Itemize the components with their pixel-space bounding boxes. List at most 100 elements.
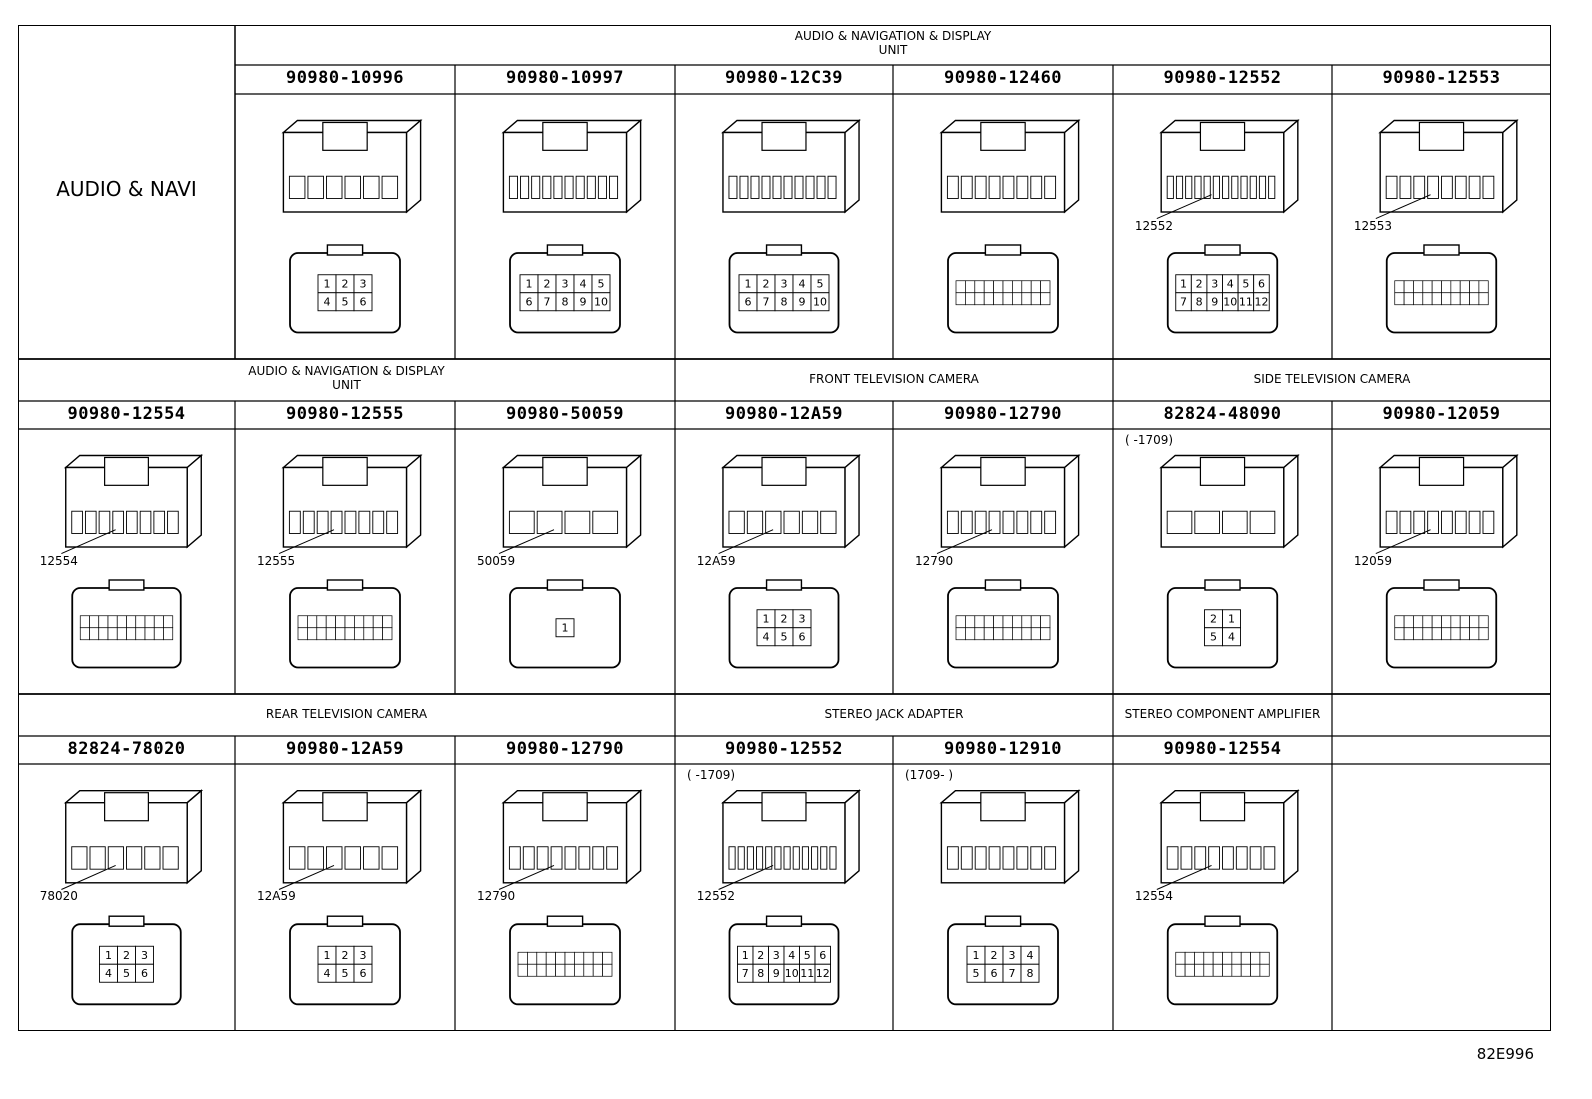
pin-cavity	[1431, 627, 1442, 641]
latch	[761, 456, 807, 486]
connector-cell: 12790	[455, 764, 675, 1031]
connector-drawing	[1156, 789, 1300, 1006]
pin-cavity	[372, 627, 383, 641]
housing-cavity	[84, 510, 97, 534]
housing-side	[1502, 118, 1518, 214]
housing-side	[625, 789, 642, 885]
pin-cavity	[1250, 963, 1261, 977]
housing-cavity	[1235, 846, 1248, 870]
pin-cavity	[1259, 963, 1270, 977]
housing-cavity	[344, 510, 357, 534]
pin-cavity	[1441, 627, 1452, 641]
latch	[761, 792, 807, 822]
pin-number: 6	[526, 296, 533, 309]
connector-drawing	[1375, 453, 1519, 669]
housing-cavity	[783, 175, 793, 199]
pin-cavity	[1469, 615, 1480, 629]
pin-cavity	[1478, 292, 1489, 306]
part-number: 90980-12790	[943, 404, 1063, 424]
callout-leader	[278, 529, 335, 555]
pin-cavity	[1403, 627, 1414, 641]
housing-cavity	[1016, 510, 1029, 534]
housing-cavity	[728, 175, 738, 199]
pin-cavity	[1012, 615, 1023, 629]
housing-cavity	[1044, 510, 1057, 534]
housing-cavity	[520, 175, 530, 199]
pin-cavity	[1040, 627, 1051, 641]
pin-cavity	[1030, 292, 1041, 306]
housing-side	[186, 789, 202, 885]
housing-cavity	[162, 846, 179, 870]
housing-cavity	[344, 846, 361, 870]
housing-cavity	[288, 510, 301, 534]
pin-number: 4	[788, 949, 795, 962]
pin-number: 2	[757, 949, 764, 962]
pin-number: 3	[360, 278, 367, 291]
pin-cavity	[1231, 963, 1242, 977]
pin-number: 7	[763, 296, 770, 309]
housing-cavity	[1222, 175, 1230, 199]
housing-cavity	[536, 510, 563, 534]
pin-cavity	[79, 627, 90, 641]
housing-cavity	[1166, 175, 1174, 199]
housing-cavity	[1175, 175, 1184, 199]
pin-cavity	[527, 951, 538, 965]
connector-cell: 12555	[235, 429, 455, 694]
housing-cavity	[578, 846, 591, 870]
pin-cavity	[316, 615, 327, 629]
housing-cavity	[307, 175, 324, 199]
housing-cavity	[1044, 175, 1057, 199]
housing-cavity	[564, 510, 591, 534]
connector-cell: 12059	[1332, 429, 1551, 694]
housing-side	[844, 453, 860, 549]
pin-cavity	[1394, 627, 1405, 641]
pin-cavity	[1222, 951, 1233, 965]
housing-cavity	[1249, 510, 1276, 534]
housing-cavity	[746, 846, 754, 870]
face-lock	[108, 915, 145, 927]
latch	[542, 456, 588, 486]
pin-cavity	[592, 951, 603, 965]
housing-cavity	[1212, 175, 1220, 199]
housing-cavity	[363, 846, 380, 870]
housing-side	[405, 453, 422, 549]
pin-cavity	[1469, 280, 1480, 294]
pin-number: 1	[1228, 613, 1235, 626]
pin-cavity	[1478, 615, 1489, 629]
housing-cavity	[1194, 175, 1202, 199]
pin-cavity	[983, 627, 994, 641]
housing-cavity	[288, 175, 306, 199]
pin-cavity	[564, 963, 575, 977]
pin-number: 5	[973, 967, 980, 980]
callout-label: 12554	[39, 553, 78, 568]
callout-leader	[1156, 194, 1212, 220]
housing-cavity	[386, 510, 399, 534]
latch	[104, 456, 149, 486]
pin-cavity	[335, 627, 346, 641]
housing-cavity	[531, 175, 541, 199]
pin-cavity	[98, 615, 109, 629]
pin-cavity	[1203, 951, 1214, 965]
connector-cell: 12554	[18, 429, 235, 694]
housing-cavity	[988, 175, 1001, 199]
pin-cavity	[107, 627, 118, 641]
housing-cavity	[1441, 510, 1453, 534]
pin-cavity	[1422, 627, 1433, 641]
callout-label: 12553	[1353, 218, 1393, 233]
housing-cavity	[508, 175, 518, 199]
housing-cavity	[288, 846, 306, 870]
pin-cavity	[1002, 292, 1013, 306]
part-number: 90980-12555	[285, 404, 405, 424]
housing-cavity	[1185, 175, 1193, 199]
housing-cavity	[801, 510, 819, 534]
pin-cavity	[372, 615, 383, 629]
part-number: 90980-12A59	[724, 404, 844, 424]
housing-cavity	[820, 510, 837, 534]
pin-cavity	[1441, 615, 1452, 629]
housing-cavity	[1427, 175, 1439, 199]
